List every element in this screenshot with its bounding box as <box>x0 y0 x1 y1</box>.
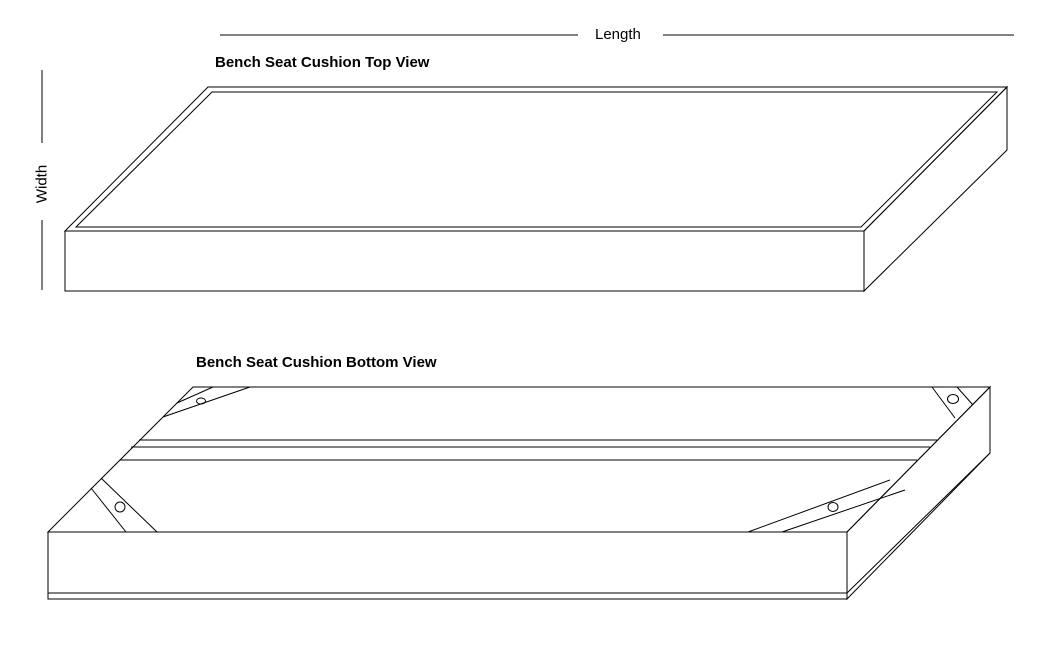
corner-brace-bottom-left <box>90 477 158 533</box>
corner-brace-bottom-right <box>747 479 906 533</box>
front-face <box>64 230 865 292</box>
right-side-face <box>863 85 1008 293</box>
bottom-view-cushion <box>46 385 992 601</box>
bottom-right-side-face <box>846 385 991 601</box>
width-label: Width <box>33 164 51 204</box>
bottom-front-face <box>47 531 848 600</box>
top-view-cushion <box>63 85 1009 293</box>
center-board <box>120 439 937 461</box>
top-face <box>63 86 1009 232</box>
screw-hole-icon <box>827 502 839 512</box>
length-label: Length <box>595 26 641 43</box>
screw-hole-icon <box>196 397 206 405</box>
screw-hole-icon <box>947 394 959 404</box>
top-view-title: Bench Seat Cushion Top View <box>215 54 430 71</box>
corner-brace-top-right <box>931 386 974 419</box>
corner-brace-top-left <box>162 386 251 418</box>
bottom-view-title: Bench Seat Cushion Bottom View <box>196 354 437 371</box>
bottom-right-lip <box>846 452 991 594</box>
top-face-inner-border <box>74 91 999 228</box>
screw-hole-icon <box>114 501 126 513</box>
